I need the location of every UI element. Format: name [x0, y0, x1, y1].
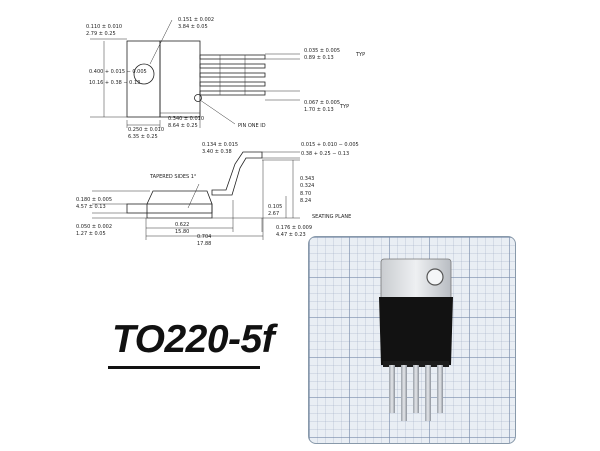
side-body: [146, 190, 213, 219]
package-title: TO220-5f: [112, 318, 275, 361]
typ-label-2: TYP: [339, 104, 349, 110]
tapered-label: TAPERED SIDES 1°: [149, 174, 197, 180]
dim-body-h: 0.400 + 0.015 − 0.005: [89, 69, 147, 75]
mounting-hole: [133, 63, 155, 85]
dim-form-h-mm: 8.70: [300, 191, 311, 197]
dim-form-h2: 0.324: [300, 183, 314, 189]
dim-tab-t: 0.050 ± 0.002: [76, 224, 112, 230]
formed-lead: [211, 151, 263, 196]
top-view: 0.110 ± 0.010 2.79 ± 0.25 0.151 ± 0.002 …: [86, 17, 365, 140]
dim-len2-mm: 17.88: [197, 241, 211, 247]
dim-width-top: 0.110 ± 0.010: [86, 24, 122, 30]
dim-hole: 0.151 ± 0.002: [178, 17, 214, 23]
dim-lead-off-mm: 3.40 ± 0.38: [202, 149, 232, 155]
dim-hole-mm: 3.84 ± 0.05: [178, 24, 208, 30]
side-tab: [126, 203, 213, 214]
dim-body-t: 0.180 ± 0.005: [76, 197, 112, 203]
photo-hole: [426, 268, 444, 286]
photo-pins: [389, 365, 443, 421]
dim-tab-w-mm: 6.35 ± 0.25: [128, 134, 158, 140]
dim-tab-t-mm: 1.27 ± 0.05: [76, 231, 106, 237]
photo-body: [379, 297, 453, 365]
package-body: [159, 40, 201, 118]
dim-body-h-mm: 10.16 + 0.38 − 0.13: [89, 80, 140, 86]
pin-one-label: PIN ONE ID: [238, 123, 266, 129]
title-underline: [108, 366, 260, 369]
dim-lead-pos: 0.176 ± 0.009: [276, 225, 312, 231]
package-photo: [308, 236, 516, 444]
dim-lead-pos-mm: 4.47 ± 0.23: [276, 232, 306, 238]
dim-pitch: 0.067 ± 0.005: [304, 100, 340, 106]
dim-len1: 0.622: [175, 222, 189, 228]
dim-body-t-mm: 4.57 ± 0.13: [76, 204, 106, 210]
dim-len1-mm: 15.80: [175, 229, 189, 235]
dim-lead-w-mm: 0.89 ± 0.13: [304, 55, 334, 61]
side-view: 0.134 ± 0.015 3.40 ± 0.38 0.015 + 0.010 …: [76, 142, 359, 247]
dim-stand-mm: 2.67: [268, 211, 279, 217]
dim-lead-w: 0.035 ± 0.005: [304, 48, 340, 54]
package-tab: [126, 40, 161, 118]
dim-lead-t: 0.015 + 0.010 − 0.005: [301, 142, 359, 148]
pin-one-marker: [194, 94, 202, 102]
typ-label-1: TYP: [355, 52, 365, 58]
dim-lead-off: 0.134 ± 0.015: [202, 142, 238, 148]
component-illustration: [379, 258, 453, 421]
leads: [199, 54, 266, 96]
dim-body-w: 0.340 ± 0.010: [168, 116, 204, 122]
dim-len2: 0.704: [197, 234, 211, 240]
dim-pitch-mm: 1.70 ± 0.13: [304, 107, 334, 113]
dim-tab-w: 0.250 ± 0.010: [128, 127, 164, 133]
dim-stand: 0.105: [268, 204, 282, 210]
dim-form-h2-mm: 8.24: [300, 198, 311, 204]
dim-form-h: 0.343: [300, 176, 314, 182]
dim-body-w-mm: 8.64 ± 0.25: [168, 123, 198, 129]
dim-lead-t-mm: 0.38 + 0.25 − 0.13: [301, 151, 349, 157]
dim-width-top-mm: 2.79 ± 0.25: [86, 31, 116, 37]
seating-plane-label: SEATING PLANE: [312, 214, 351, 220]
